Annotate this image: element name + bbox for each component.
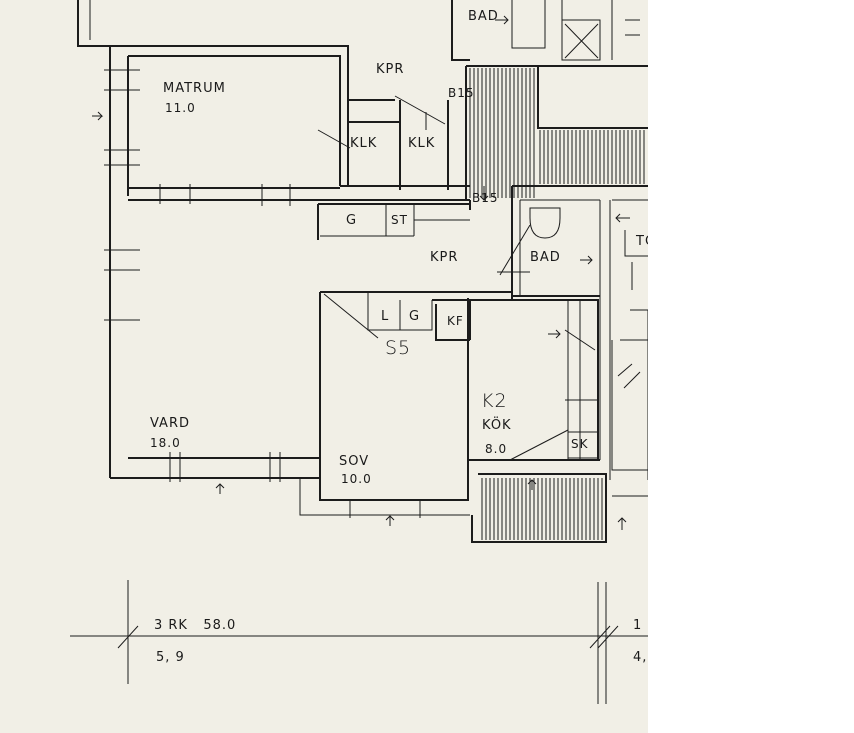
kok-walls [468, 299, 600, 461]
cabinet-label-g-small: G [409, 309, 420, 324]
vard-walls [110, 452, 320, 482]
dimension-unit-label: 3 RK 58.0 [154, 618, 236, 633]
matrum-walls [104, 45, 470, 478]
room-area-kok: 8.0 [485, 442, 507, 456]
room-label-b15-top: B15 [448, 86, 475, 100]
cabinet-label-l: L [381, 309, 389, 324]
right-neighbour [611, 199, 648, 497]
room-label-vard: VARD [150, 416, 190, 431]
room-code-k2: K2 [481, 390, 508, 412]
room-label-kpr-top: KPR [376, 62, 404, 77]
dimension-next-width: 4, [633, 650, 647, 665]
room-label-sov: SOV [339, 454, 369, 469]
dimension-next-label: 1 [633, 618, 642, 633]
entry-arrows [92, 15, 630, 530]
room-label-kok: KÖK [482, 416, 512, 433]
room-label-matrum: MATRUM [163, 81, 226, 96]
floor-plan-drawing: BAD MATRUM 11.0 KPR B15 KLK KLK B15 G ST… [70, 0, 648, 704]
balcony [471, 473, 607, 543]
top-structure [77, 0, 640, 61]
cabinet-label-g: G [346, 213, 357, 228]
sov-walls [299, 291, 512, 518]
klk-walls [317, 95, 470, 190]
floor-plan-sheet: BAD MATRUM 11.0 KPR B15 KLK KLK B15 G ST… [0, 0, 648, 733]
room-label-b15-mid: B15 [472, 191, 499, 205]
room-code-s5: S5 [385, 337, 411, 359]
dimension-lines [70, 580, 648, 704]
cabinet-label-kf: KF [447, 314, 464, 328]
cabinet-label-st: ST [391, 213, 408, 227]
dimension-unit-width: 5, 9 [156, 650, 185, 665]
bathroom [512, 200, 611, 480]
fixture-label-sk: SK [571, 437, 589, 451]
room-label-klk-right: KLK [408, 136, 435, 151]
room-area-matrum: 11.0 [165, 101, 196, 115]
room-label-bad-mid: BAD [530, 250, 561, 265]
staircase [465, 65, 648, 200]
room-label-bad-top: BAD [468, 9, 499, 24]
room-label-kpr-mid: KPR [430, 250, 458, 265]
hall-walls [317, 186, 601, 300]
room-label-to: TO [635, 234, 648, 249]
room-area-sov: 10.0 [341, 472, 372, 486]
room-area-vard: 18.0 [150, 436, 181, 450]
room-label-klk-left: KLK [350, 136, 377, 151]
